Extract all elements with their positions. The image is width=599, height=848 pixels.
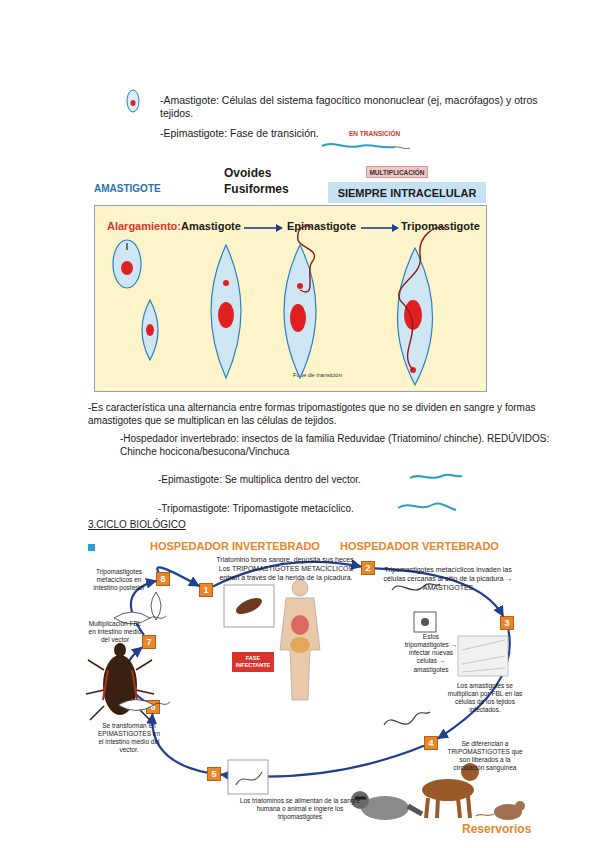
step-description: Triatomino toma sangre, deposita sus hec… xyxy=(212,556,360,582)
group-label: Reservorios xyxy=(462,822,542,837)
image-caption: EN TRANSICIÓN xyxy=(349,130,429,138)
box-text: 8 xyxy=(160,574,165,584)
body-text: -Es característica una alternancia entre… xyxy=(88,402,566,427)
box-text: 7 xyxy=(146,637,151,647)
body-text: -Epimastigote: Se multiplica dentro del … xyxy=(158,474,418,487)
step-description: Multiplicación FBL en intestino medio de… xyxy=(88,620,142,644)
section-label: AMASTIGOTE xyxy=(94,183,184,196)
callout-number: 2 xyxy=(361,561,375,575)
step-description: Tripomastigotes metacíclicos invaden las… xyxy=(382,566,514,592)
cycle-heading: HOSPEDADOR VERTEBRADO xyxy=(340,540,510,554)
cycle-arrow xyxy=(157,567,199,586)
band-box: SIEMPRE INTRACELULAR xyxy=(328,182,486,203)
stage-name: Tripomastigote xyxy=(401,220,480,232)
callout-number: 5 xyxy=(207,767,221,781)
callout-number: 6 xyxy=(146,700,160,714)
body-text: -Hospedador invertebrado: insectos de la… xyxy=(120,433,550,458)
box-text: MULTIPLICACIÓN xyxy=(369,169,424,176)
tag-box: MULTIPLICACIÓN xyxy=(366,166,428,178)
box-text: 6 xyxy=(150,702,155,712)
callout-number: 3 xyxy=(500,616,514,630)
cycle-arrow xyxy=(125,647,146,702)
section-heading: 3.CICLO BIOLÓGICO xyxy=(88,519,238,532)
phase-box: FASE INFECTANTE xyxy=(232,652,274,672)
panel-note: Fase de transición xyxy=(293,372,342,378)
box-text: 1 xyxy=(203,585,208,595)
shape-label: Ovoides xyxy=(224,166,304,181)
step-note: Estos tripomastigotes → infectar nuevas … xyxy=(404,633,458,674)
callout-number: 7 xyxy=(142,635,156,649)
stage-name: Epimastigote xyxy=(287,220,356,232)
callout-number: 4 xyxy=(424,736,438,750)
callout-number: 1 xyxy=(199,583,213,597)
step-description: Tripomastigotes metacíclicos en intestin… xyxy=(90,568,148,592)
callout-number: 8 xyxy=(156,572,170,586)
stage-name: Amastigote xyxy=(181,220,241,232)
box-text: 2 xyxy=(365,563,370,573)
cycle-arrow xyxy=(152,714,207,773)
panel-heading: Alargamiento: xyxy=(107,220,181,232)
box-text: 4 xyxy=(428,738,433,748)
diagram-panel: Alargamiento:Amastigote Epimastigote Tripo… xyxy=(94,205,487,392)
body-text: -Amastigote: Células del sistema fagocít… xyxy=(160,94,560,120)
body-text: -Epimastigote: Fase de transición. xyxy=(160,127,360,140)
box-text: SIEMPRE INTRACELULAR xyxy=(338,187,477,199)
step-description: Se transforman en EPIMASTIGOTES en el in… xyxy=(96,722,162,755)
cycle-heading: HOSPEDADOR INVERTEBRADO xyxy=(150,540,320,554)
cycle-arrow xyxy=(221,746,424,777)
step-description: Los triatominos se alimentan de la sangr… xyxy=(234,797,366,821)
box-text: 3 xyxy=(504,618,509,628)
shape-label: Fusiformes xyxy=(224,182,314,197)
step-description: Los amastigotes se multiplican por FBL e… xyxy=(444,682,526,715)
box-text: FASE INFECTANTE xyxy=(233,655,273,668)
body-text: -Tripomastigote: Tripomastigote metacícl… xyxy=(158,503,408,516)
step-description: Se diferencian a TRIPOMASTIGOTES que son… xyxy=(444,740,526,773)
box-text: 5 xyxy=(211,769,216,779)
